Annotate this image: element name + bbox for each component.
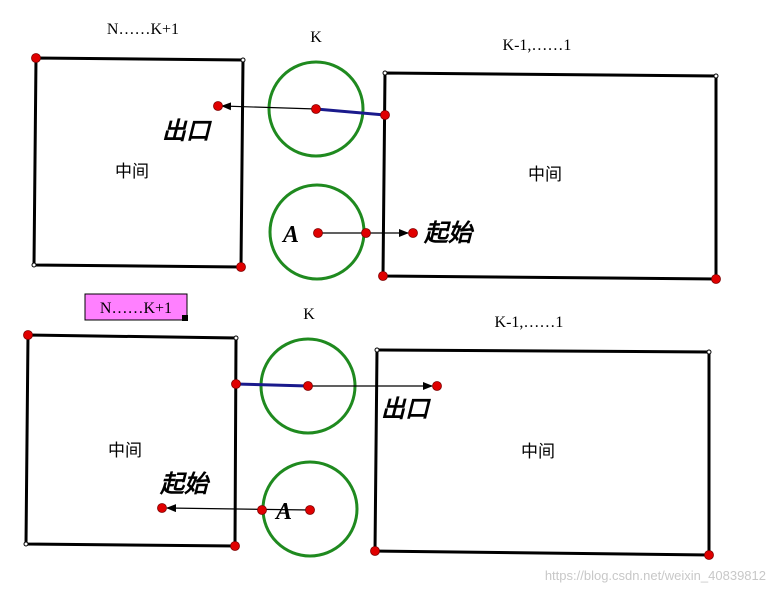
top-label-k: K — [310, 29, 322, 46]
bottom-k-center-point[interactable] — [303, 381, 313, 391]
bottom-diagram: N……K+1 K K-1,……1 中间 中间 出口 A 起始 — [23, 293, 714, 560]
bottom-a-edge-point[interactable] — [257, 505, 267, 515]
bottom-right-box-corner-point[interactable] — [374, 347, 380, 353]
bottom-point-a-label: A — [274, 499, 292, 525]
resize-handle-icon[interactable] — [182, 315, 188, 321]
bottom-k-contact-point[interactable] — [231, 379, 241, 389]
top-left-box-corner-point[interactable] — [31, 53, 41, 63]
bottom-left-box-text: 中间 — [108, 441, 142, 461]
top-left-box-text: 中间 — [115, 162, 149, 182]
top-exit-label: 出口 — [162, 116, 212, 145]
top-k-circle — [267, 60, 365, 158]
bottom-k-segment — [235, 382, 309, 388]
top-left-box-corner-point[interactable] — [31, 262, 37, 268]
bottom-label-left-highlight[interactable] — [84, 293, 188, 321]
top-right-box-corner-point[interactable] — [378, 271, 388, 281]
top-label-right: K-1,……1 — [503, 37, 572, 54]
top-k-segment — [315, 107, 386, 117]
top-left-box-corner-point[interactable] — [236, 262, 246, 272]
top-right-box-text: 中间 — [528, 165, 562, 185]
bottom-right-box-corner-point[interactable] — [706, 349, 712, 355]
bottom-label-left: N……K+1 — [100, 300, 172, 317]
top-left-box-corner-point[interactable] — [240, 57, 246, 63]
top-a-edge-point[interactable] — [361, 228, 371, 238]
bottom-left-box-corner-point[interactable] — [23, 330, 33, 340]
bottom-start-point[interactable] — [157, 503, 167, 513]
watermark: https://blog.csdn.net/weixin_40839812 — [545, 568, 766, 583]
top-exit-arrow — [221, 102, 317, 111]
bottom-exit-label: 出口 — [381, 394, 431, 423]
top-right-box-corner-point[interactable] — [711, 274, 721, 284]
top-k-contact-point[interactable] — [380, 110, 390, 120]
top-exit-point[interactable] — [213, 101, 223, 111]
bottom-label-right: K-1,……1 — [495, 314, 564, 331]
top-k-center-point[interactable] — [311, 104, 321, 114]
top-start-point[interactable] — [408, 228, 418, 238]
bottom-a-center-point[interactable] — [305, 505, 315, 515]
bottom-left-box-corner-point[interactable] — [23, 541, 29, 547]
top-diagram: N……K+1 K K-1,……1 中间 中间 出口 A 起始 — [31, 21, 721, 284]
top-a-center-point[interactable] — [313, 228, 323, 238]
bottom-exit-point[interactable] — [432, 381, 442, 391]
bottom-right-box-corner-point[interactable] — [704, 550, 714, 560]
bottom-right-box-text: 中间 — [521, 442, 555, 462]
top-right-box-corner-point[interactable] — [713, 73, 719, 79]
top-label-left: N……K+1 — [107, 21, 179, 38]
bottom-right-box-corner-point[interactable] — [370, 546, 380, 556]
bottom-start-label: 起始 — [159, 469, 211, 498]
bottom-label-k: K — [303, 306, 315, 323]
bottom-left-box-corner-point[interactable] — [233, 335, 239, 341]
top-point-a-label: A — [281, 222, 299, 248]
top-right-box-corner-point[interactable] — [382, 70, 388, 76]
bottom-start-arrow — [166, 504, 311, 513]
bottom-left-box-corner-point[interactable] — [230, 541, 240, 551]
top-start-label: 起始 — [423, 218, 475, 247]
